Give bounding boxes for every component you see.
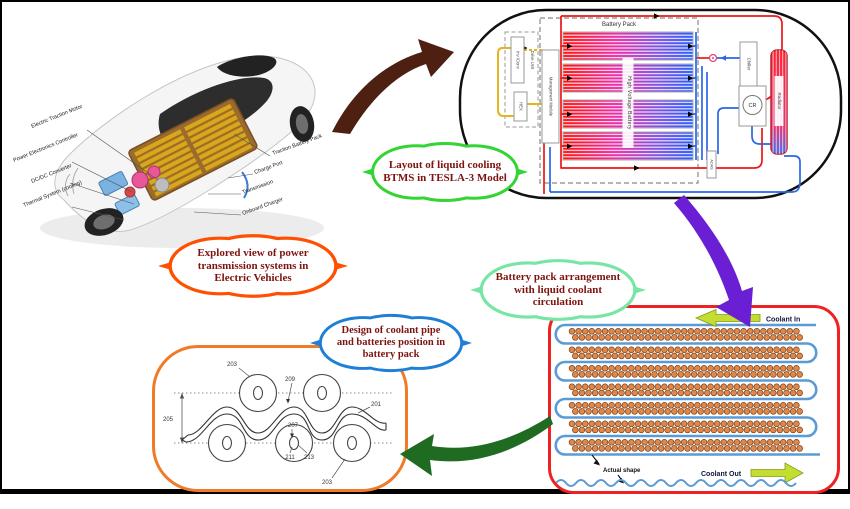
ref-201: 201 bbox=[371, 402, 382, 408]
ref-203-top: 203 bbox=[227, 362, 238, 368]
management-module-box bbox=[541, 49, 560, 144]
coolant-out-arrow bbox=[750, 462, 804, 484]
front-wheel-rim bbox=[93, 214, 115, 230]
dcdc-converter-box bbox=[98, 171, 129, 196]
callout-explored-line1: Explored view of power bbox=[197, 247, 309, 260]
ref-209: 209 bbox=[285, 377, 296, 383]
cloud-shape bbox=[470, 259, 646, 321]
callout-explored-view: Explored view of power transmission syst… bbox=[158, 231, 348, 301]
battery-pack-label-bg bbox=[588, 19, 650, 28]
callout-explored-line3: Electric Vehicles bbox=[214, 272, 292, 285]
ref-205: 205 bbox=[163, 417, 174, 423]
ref-207: 207 bbox=[288, 423, 299, 429]
actual-shape-label: Actual shape bbox=[603, 468, 641, 474]
wavy-coolant-ribbon bbox=[181, 406, 387, 443]
battery-pack-panel: Coolant In Coolant Out Actual shape bbox=[548, 305, 840, 494]
callout-arrangement-line2: with liquid coolant bbox=[513, 283, 603, 296]
cloud-shape bbox=[310, 313, 472, 373]
pack-panel-drawing: Coolant In Coolant Out Actual shape bbox=[554, 308, 820, 487]
coolant-pipe-yellow bbox=[497, 47, 514, 117]
management-module-label: Management Module bbox=[548, 77, 553, 117]
callout-design-line1: Design of coolant pipe bbox=[341, 324, 441, 336]
arrow-car-to-schematic bbox=[332, 39, 454, 134]
leader-arrow-207 bbox=[290, 433, 294, 438]
actual-shape-pointer-head-1 bbox=[593, 459, 600, 466]
traction-battery-pack bbox=[128, 98, 258, 201]
battery-cells bbox=[568, 328, 803, 452]
btms-schematic: Management Module Inv /Conv Drive Unit H… bbox=[458, 8, 843, 200]
cloud-shape bbox=[158, 234, 348, 298]
leader-arrow-209 bbox=[286, 399, 290, 404]
callout-pack-arrangement: Battery pack arrangement with liquid coo… bbox=[470, 256, 646, 324]
cloud-shape bbox=[362, 142, 528, 202]
radiator-label-bg bbox=[774, 76, 784, 126]
callout-layout-line2: BTMS in TESLA-3 Model bbox=[383, 172, 507, 184]
patent-drawing: 203 209 201 205 207 211 213 203 bbox=[163, 362, 392, 486]
dimension-arrow-top bbox=[179, 393, 185, 399]
inv-conv-label: Inv /Conv bbox=[515, 51, 520, 70]
callout-layout-line1: Layout of liquid cooling bbox=[388, 159, 502, 172]
inv-conv-box bbox=[510, 36, 525, 84]
callout-design-line3: battery pack bbox=[362, 349, 420, 361]
callout-design-line2: and batteries position in bbox=[336, 336, 446, 348]
reference-leader-lines bbox=[238, 367, 371, 479]
ref-203-bottom: 203 bbox=[322, 480, 333, 486]
actual-shape-wavy-pipe bbox=[555, 479, 797, 487]
battery-cell-circles bbox=[207, 373, 372, 463]
coolant-in-label: Coolant In bbox=[766, 317, 800, 324]
label-electric-traction-motor: Electric Traction Motor bbox=[31, 104, 84, 130]
pump-dot bbox=[712, 57, 714, 59]
ev-car-illustration: Electric Traction Motor Power Electronic… bbox=[13, 55, 324, 248]
cr-circle bbox=[742, 95, 763, 115]
serpentine-coolant-pipe bbox=[554, 323, 820, 456]
car-sunroof bbox=[217, 55, 277, 77]
coolant-pipes-blue bbox=[549, 32, 801, 193]
callout-arrangement-line1: Battery pack arrangement bbox=[495, 271, 621, 284]
coolant-in-arrow bbox=[694, 308, 761, 328]
arrow-schematic-to-pack bbox=[674, 195, 753, 327]
hv-label-bg bbox=[622, 58, 634, 148]
hex-box bbox=[513, 91, 528, 122]
pump-inlet-arrow bbox=[720, 55, 726, 61]
thermal-system-box bbox=[114, 193, 140, 216]
charge-cable bbox=[241, 171, 249, 199]
radiator-label: Radiator bbox=[777, 92, 782, 110]
callout-explored-line2: transmission systems in bbox=[197, 259, 309, 272]
arrow-pack-to-design bbox=[400, 416, 553, 476]
traction-motor bbox=[154, 177, 170, 193]
battery-pack-label: Battery Pack bbox=[602, 22, 637, 28]
power-electronics-2 bbox=[147, 165, 161, 179]
callout-coolant-design: Design of coolant pipe and batteries pos… bbox=[310, 311, 472, 375]
adas-label: ADAS bbox=[710, 159, 714, 170]
ref-211: 211 bbox=[285, 455, 295, 461]
battery-pack-dashed-box bbox=[539, 17, 699, 184]
label-leader-lines bbox=[69, 129, 271, 221]
ref-213: 213 bbox=[304, 455, 315, 461]
cr-label: CR bbox=[749, 103, 757, 109]
adas-box bbox=[706, 150, 717, 179]
coolant-out-label: Coolant Out bbox=[701, 471, 742, 478]
label-charge-port: Charge Port bbox=[254, 160, 284, 176]
hv-battery-label: High Voltage Battery bbox=[626, 76, 632, 130]
drive-unit-dashed-box bbox=[504, 31, 539, 128]
drive-unit-label: Drive Unit bbox=[530, 51, 535, 70]
rear-wheel-rim bbox=[295, 114, 309, 134]
front-grille bbox=[64, 167, 79, 197]
chiller-label: Chiller bbox=[746, 58, 751, 71]
callout-arrangement-line3: circulation bbox=[532, 296, 584, 309]
coolant-reservoir bbox=[124, 186, 136, 198]
power-electronics bbox=[131, 171, 149, 189]
callout-layout-btms: Layout of liquid cooling BTMS in TESLA-3… bbox=[362, 139, 528, 205]
hex-label: HEX bbox=[518, 102, 523, 111]
